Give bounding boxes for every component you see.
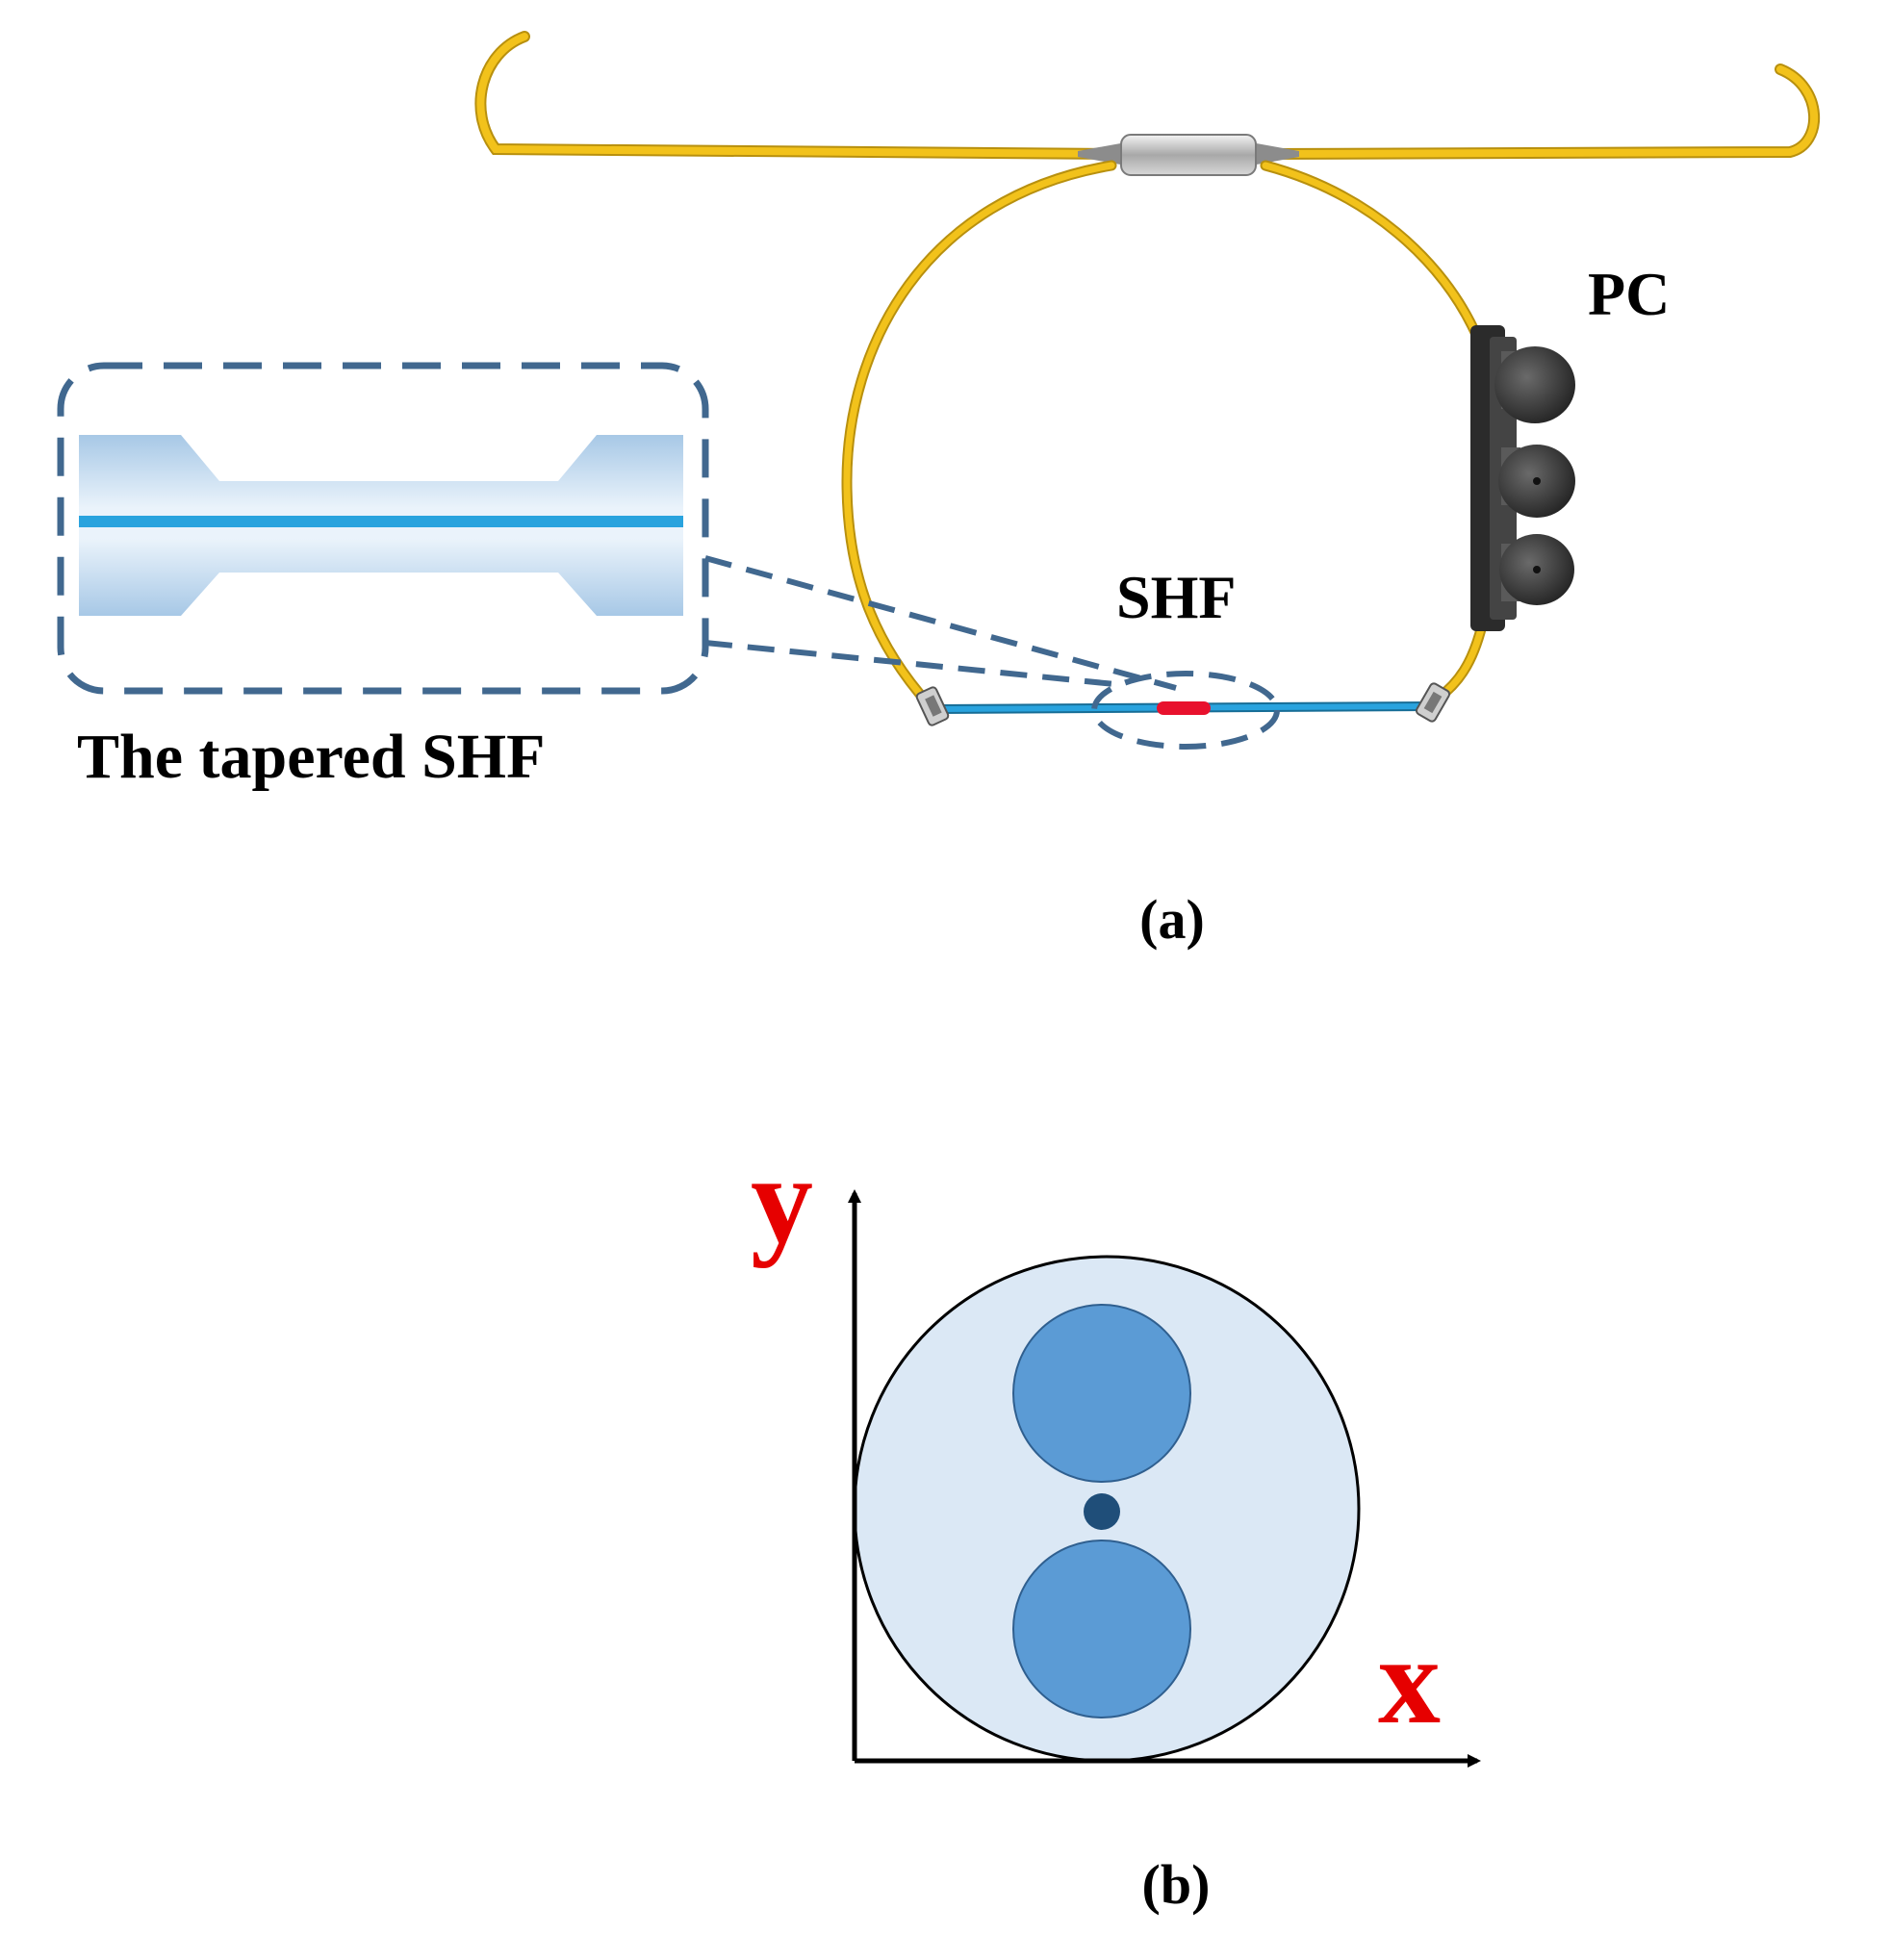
axis-label-x: x — [1378, 1612, 1441, 1750]
fiber-core — [1084, 1493, 1120, 1530]
inset-tapered-shf — [57, 362, 709, 695]
air-hole-top — [1012, 1304, 1191, 1483]
fiber-connector-right — [1415, 682, 1451, 723]
caption-b: (b) — [1142, 1853, 1211, 1916]
panel-b: y x (b) — [751, 1131, 1481, 1916]
label-pc: PC — [1588, 260, 1670, 328]
caption-a: (a) — [1139, 888, 1205, 951]
zoom-callout — [704, 555, 1280, 750]
label-shf: SHF — [1116, 563, 1236, 631]
loop-fiber-left — [841, 160, 1117, 710]
label-tapered-shf: The tapered SHF — [77, 722, 545, 792]
input-fiber-left — [474, 31, 1117, 160]
fiber-connector-left — [915, 686, 950, 726]
polarization-controller — [1470, 325, 1575, 631]
pc-paddle-1 — [1494, 346, 1575, 423]
loop-fiber-right-upper — [1260, 160, 1483, 343]
panel-a: PC SHF The tapered SHF (a) — [57, 31, 1821, 951]
output-fiber-right — [1260, 64, 1821, 160]
optical-coupler — [1078, 134, 1299, 176]
shf-fiber — [915, 682, 1451, 726]
air-hole-bottom — [1012, 1540, 1191, 1718]
tapered-region — [1157, 701, 1211, 715]
inset-core-line — [79, 516, 683, 527]
axis-label-y: y — [751, 1131, 813, 1269]
